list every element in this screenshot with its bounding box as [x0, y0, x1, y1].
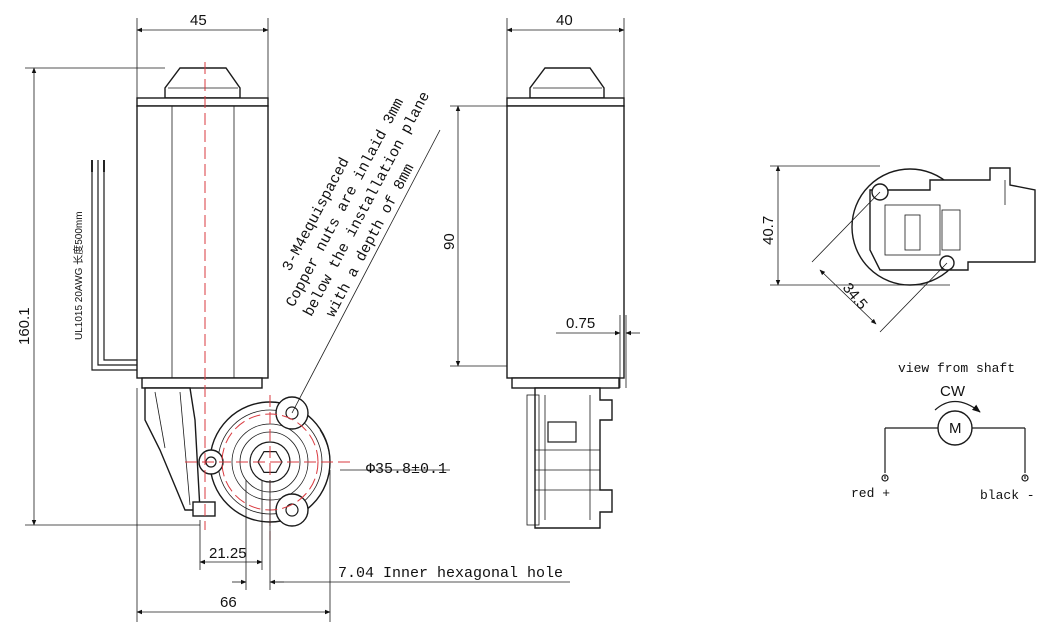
dim-offset: 21.25: [209, 545, 247, 562]
red-terminal-label: red +: [851, 486, 890, 501]
side-view: 40 90 0.75: [441, 12, 640, 529]
dim-front-width: 45: [190, 12, 207, 29]
dim-body-height: 90: [441, 233, 458, 250]
dim-side-width: 40: [556, 12, 573, 29]
black-terminal-label: black -: [980, 488, 1035, 503]
view-label: view from shaft: [898, 361, 1015, 376]
dim-flange-gap: 0.75: [566, 315, 595, 332]
motor-symbol: M: [949, 420, 962, 437]
motor-symbol-icon: [937, 410, 973, 446]
dim-overall-width: 66: [220, 594, 237, 611]
end-view: 40.7 34.5: [760, 165, 1036, 333]
dim-bolt-circle: Φ35.8±0.1: [366, 461, 447, 478]
wiring-diagram: view from shaft CW M red + black -: [851, 361, 1035, 503]
front-view: 45 UL1015 20AWG 长度500mm: [16, 12, 570, 622]
cw-arrow-icon: [934, 400, 981, 413]
wire-label: UL1015 20AWG 长度500mm: [72, 211, 85, 340]
nut-note: 3-M4equispaced Copper nuts are inlaid 3m…: [279, 89, 434, 320]
direction-label: CW: [940, 383, 966, 400]
dim-total-height: 160.1: [16, 307, 33, 345]
hex-hole-note: 7.04 Inner hexagonal hole: [338, 565, 563, 582]
dim-end-height: 40.7: [760, 216, 777, 245]
